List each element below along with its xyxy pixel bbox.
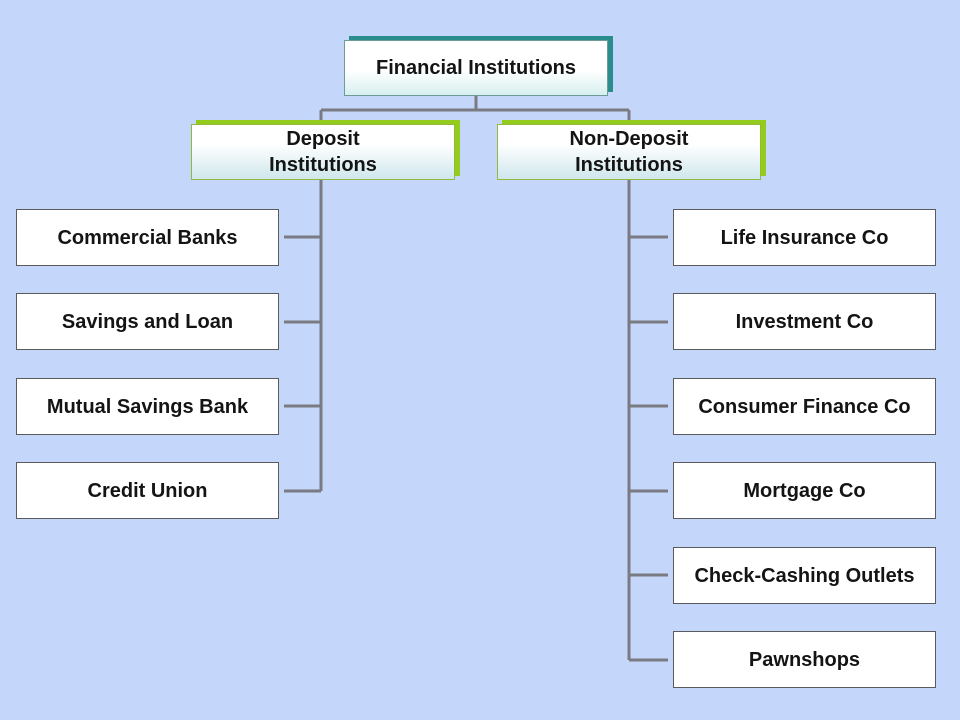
leaf-node-investment-co: Investment Co (673, 293, 936, 350)
root-node-financial-institutions: Financial Institutions (344, 40, 608, 96)
branch-node-label: Deposit Institutions (269, 128, 377, 176)
branch-node-non-deposit-institutions: Non-Deposit Institutions (497, 124, 761, 180)
leaf-node-label: Mutual Savings Bank (46, 395, 249, 418)
leaf-node-label: Pawnshops (748, 648, 861, 671)
leaf-node-mutual-savings-bank: Mutual Savings Bank (16, 378, 279, 435)
branch-node-deposit-institutions: Deposit Institutions (191, 124, 455, 180)
leaf-node-label: Credit Union (87, 479, 208, 502)
leaf-node-savings-and-loan: Savings and Loan (16, 293, 279, 350)
leaf-node-label: Consumer Finance Co (698, 395, 911, 418)
leaf-node-mortgage-co: Mortgage Co (673, 462, 936, 519)
leaf-node-label: Investment Co (735, 310, 874, 333)
leaf-node-label: Mortgage Co (743, 479, 866, 502)
leaf-node-life-insurance-co: Life Insurance Co (673, 209, 936, 266)
root-node-label: Financial Institutions (375, 57, 576, 79)
branch-node-label: Non-Deposit Institutions (569, 128, 689, 176)
leaf-node-credit-union: Credit Union (16, 462, 279, 519)
leaf-node-label: Check-Cashing Outlets (694, 564, 915, 587)
leaf-node-commercial-banks: Commercial Banks (16, 209, 279, 266)
leaf-node-label: Commercial Banks (57, 226, 238, 249)
leaf-node-label: Life Insurance Co (720, 226, 889, 249)
leaf-node-label: Savings and Loan (61, 310, 234, 333)
leaf-node-pawnshops: Pawnshops (673, 631, 936, 688)
leaf-node-consumer-finance-co: Consumer Finance Co (673, 378, 936, 435)
connector-root-to-branches (319, 96, 631, 124)
leaf-node-check-cashing-outlets: Check-Cashing Outlets (673, 547, 936, 604)
